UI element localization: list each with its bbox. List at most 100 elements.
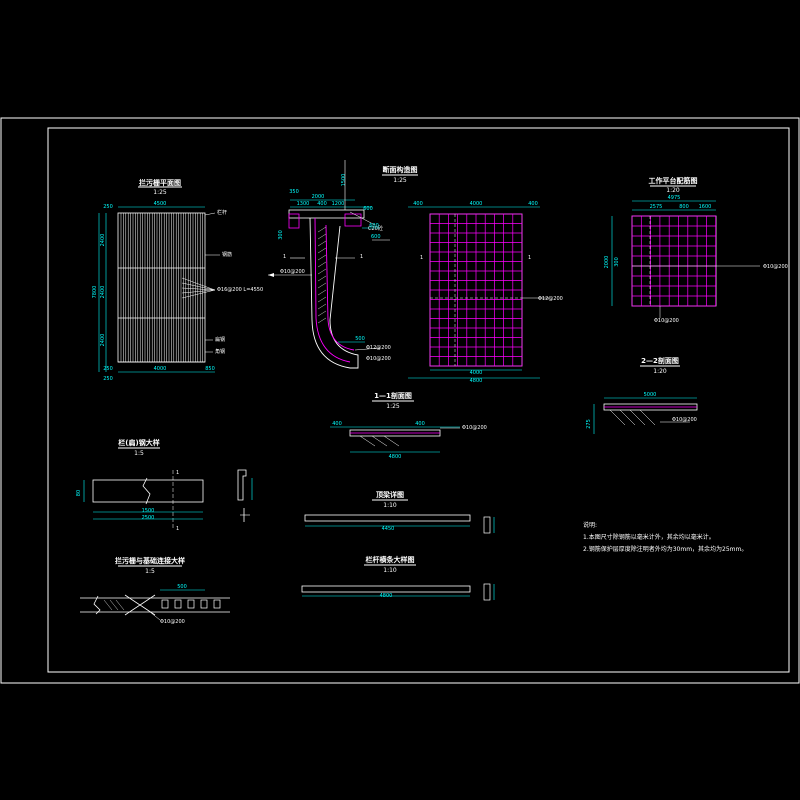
screen-plan-dim-left-upper: 2400 xyxy=(100,234,106,247)
rebar-label: Φ12@200 xyxy=(538,296,563,302)
section22-dim-h: 275 xyxy=(586,419,592,429)
section-dim-3: 400 xyxy=(317,201,327,207)
hinge-scale: 1:5 xyxy=(145,568,155,575)
bar-detail-mark-top: 1 xyxy=(176,470,179,476)
section-dim-6: 1500 xyxy=(341,174,347,187)
hinge-detail-view: 拦污栅与基础连接大样 1:5 500 Φ10@200 xyxy=(80,556,230,625)
beam2-title: 栏杆横条大样图 xyxy=(366,555,415,564)
section22-label: Φ10@200 xyxy=(672,417,697,423)
screen-plan-view: 拦污栅平面图 1:25 4500 250 2400 2400 2400 7800… xyxy=(92,178,263,382)
screen-plan-title: 拦污栅平面图 xyxy=(139,178,181,187)
rebar-dim-bottom-total: 4800 xyxy=(470,378,483,384)
bar-detail-view: 栏(扁)钢大样 1:5 1 1 80 1500 2500 xyxy=(76,438,253,532)
screen-plan-dim-left-total: 7800 xyxy=(92,286,98,299)
rebar-dim-left: 400 xyxy=(413,201,423,207)
platform-dim-left: 2000 xyxy=(604,256,610,269)
platform-rebar-view: 工作平台配筋图 1:20 4975 2575 800 1600 Φ10@200 … xyxy=(604,176,788,324)
section-detail-title: 断面构造图 xyxy=(383,165,418,174)
section11-scale: 1:25 xyxy=(386,403,400,410)
bar-detail-dim-b: 2500 xyxy=(142,515,155,521)
notes-line-2: 2.钢筋保护层厚度除注明者外均为30mm，其余均为25mm。 xyxy=(583,545,747,553)
section-label-a: Φ10@200 xyxy=(280,269,305,275)
platform-grid xyxy=(631,215,717,307)
platform-label-a: Φ10@200 xyxy=(763,264,788,270)
section-dim-4: 1200 xyxy=(332,201,345,207)
beam2-view: 栏杆横条大样图 1:10 4800 xyxy=(301,555,495,601)
section11-dim-r: 400 xyxy=(415,421,425,427)
platform-dim-left2: 300 xyxy=(614,257,620,267)
section-dim-1: 2000 xyxy=(312,194,325,200)
rebar-dim-right: 400 xyxy=(528,201,538,207)
rebar-cut-right: 1 xyxy=(528,255,531,261)
section-cut-right: 1 xyxy=(360,254,363,260)
bar-detail-mark-bottom: 1 xyxy=(176,526,179,532)
platform-title: 工作平台配筋图 xyxy=(649,176,698,185)
outer-frame xyxy=(0,117,800,684)
screen-plan-dim-bottom: 4000 xyxy=(154,366,167,372)
section-detail-view: 断面构造图 1:25 2000 1300 400 1200 350 1500 3… xyxy=(268,160,418,369)
section-cut-left: 1 xyxy=(283,254,286,260)
platform-dim-t2: 800 xyxy=(679,204,689,210)
section-22-view: 2—2剖面图 1:20 5000 275 Φ10@200 xyxy=(586,356,698,434)
notes-line-1: 1.本图尺寸除钢筋以毫米计外，其余均以毫米计。 xyxy=(583,533,715,541)
beam2-dim: 4800 xyxy=(380,593,393,599)
section11-dim-l: 400 xyxy=(332,421,342,427)
platform-dim-top: 4975 xyxy=(668,195,681,201)
section11-dim-total: 4800 xyxy=(389,454,402,460)
rebar-dim-top: 4000 xyxy=(470,201,483,207)
screen-plan-dim-left-middle: 2400 xyxy=(100,286,106,299)
section11-title: 1—1剖面图 xyxy=(374,391,412,400)
platform-dim-t1: 2575 xyxy=(650,204,663,210)
rebar-dim-bottom: 4000 xyxy=(470,370,483,376)
bar-detail-dim-h: 80 xyxy=(76,490,82,496)
beam1-title: 顶梁详图 xyxy=(376,490,404,499)
section-dim-2: 1300 xyxy=(297,201,310,207)
beam1-view: 顶梁详图 1:10 4450 xyxy=(304,490,495,534)
section-dim-8: 600 xyxy=(363,206,373,212)
hinge-title: 拦污栅与基础连接大样 xyxy=(115,556,185,565)
section-label-b: C20砼 xyxy=(368,225,383,232)
screen-plan-label-5: 角钢 xyxy=(215,348,225,355)
notes-block: 说明: 1.本图尺寸除钢筋以毫米计外，其余均以毫米计。 2.钢筋保护层厚度除注明… xyxy=(583,521,747,553)
screen-plan-dim-left-lower: 2400 xyxy=(100,334,106,347)
section-dim-10: 500 xyxy=(355,336,365,342)
bar-detail-dim-a: 1500 xyxy=(142,508,155,514)
beam1-scale: 1:10 xyxy=(383,502,397,509)
section22-title: 2—2剖面图 xyxy=(641,356,679,365)
screen-plan-dim-bottom-small2: 250 xyxy=(103,376,113,382)
section-label-c: Φ12@200 xyxy=(366,345,391,351)
screen-plan-dim-top-small: 250 xyxy=(103,204,113,210)
section22-dim-len: 5000 xyxy=(644,392,657,398)
notes-head: 说明: xyxy=(583,521,597,529)
platform-dim-t3: 1600 xyxy=(699,204,712,210)
screen-plan-scale: 1:25 xyxy=(153,189,167,196)
rebar-plan-view: 4000 400 400 Φ12@200 1 1 4000 4800 xyxy=(408,201,563,384)
screen-plan-label-3: Φ16@200 L=4550 xyxy=(217,287,263,293)
section11-label: Φ10@200 xyxy=(462,425,487,431)
platform-scale: 1:20 xyxy=(666,187,680,194)
screen-plan-dim-top: 4500 xyxy=(154,201,167,207)
screen-plan-dim-bottom2: 850 xyxy=(205,366,215,372)
platform-label-b: Φ10@200 xyxy=(654,318,679,324)
screen-plan-label-1: 栏杆 xyxy=(217,209,227,216)
section-dim-5: 350 xyxy=(289,189,299,195)
section-detail-scale: 1:25 xyxy=(393,177,407,184)
beam1-dim: 4450 xyxy=(382,526,395,532)
hinge-label: Φ10@200 xyxy=(160,619,185,625)
section22-scale: 1:20 xyxy=(653,368,667,375)
rebar-grid xyxy=(429,213,523,367)
bar-detail-scale: 1:5 xyxy=(134,450,144,457)
section-dim-9: 600 xyxy=(369,223,379,229)
bar-detail-title: 栏(扁)钢大样 xyxy=(118,438,159,447)
section-dim-11: 600 xyxy=(371,234,381,240)
beam2-scale: 1:10 xyxy=(383,567,397,574)
inner-frame xyxy=(47,127,790,673)
screen-plan-label-2: 钢筋 xyxy=(222,251,232,258)
hinge-dim-a: 500 xyxy=(177,584,187,590)
rebar-cut-left: 1 xyxy=(420,255,423,261)
screen-plan-dim-bottom-small: 250 xyxy=(103,366,113,372)
screen-bars xyxy=(120,213,203,362)
section-11-view: 1—1剖面图 1:25 400 400 Φ10@200 4800 xyxy=(330,391,487,460)
section-label-c2: Φ10@200 xyxy=(366,356,391,362)
